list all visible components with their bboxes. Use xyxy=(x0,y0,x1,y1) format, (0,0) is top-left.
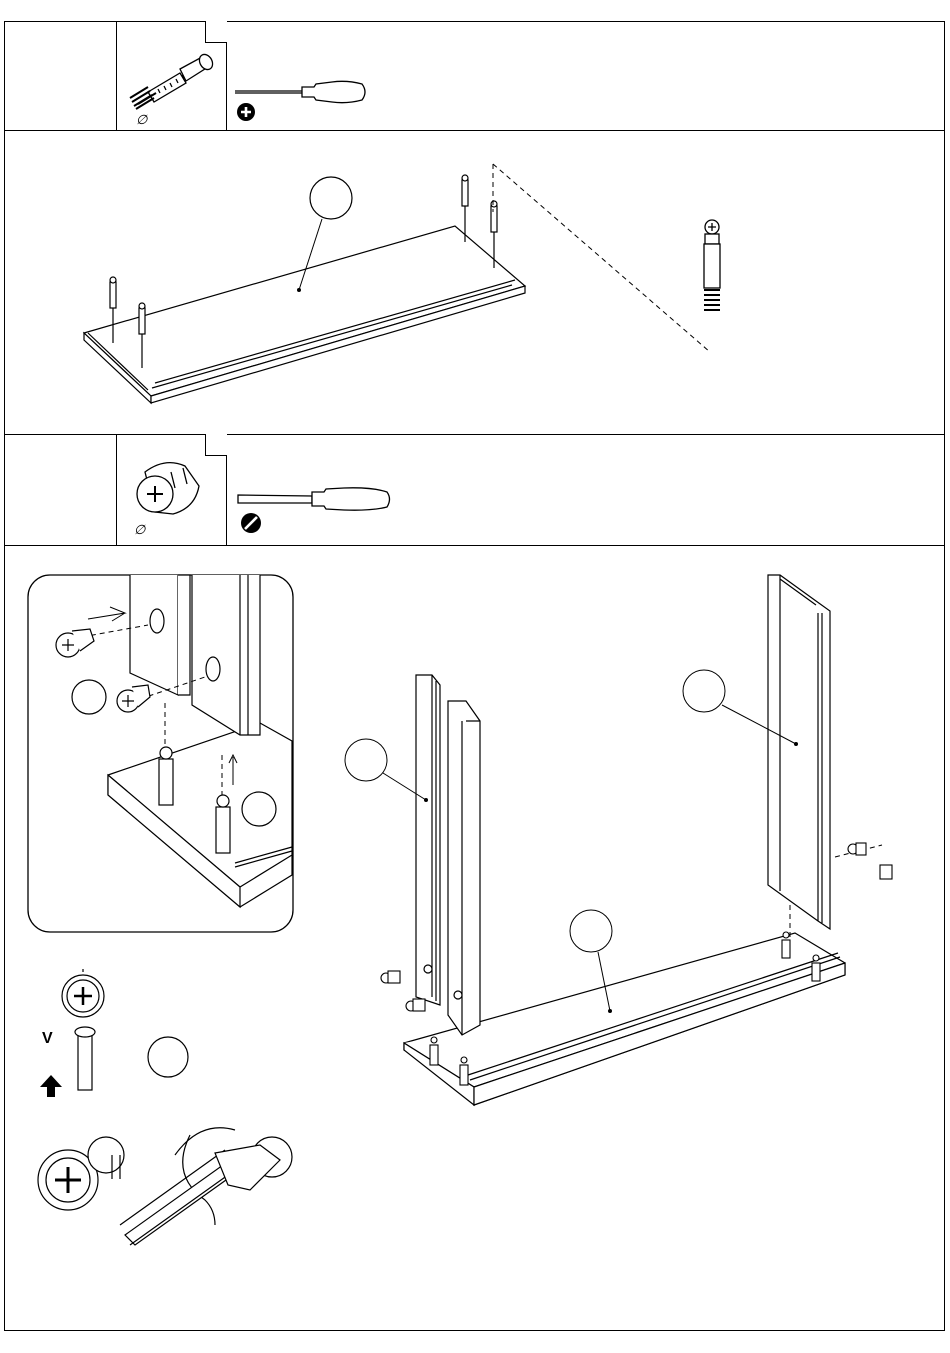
phillips-screwdriver-icon xyxy=(232,76,372,122)
cam-rotation-detail xyxy=(62,969,188,1090)
divider-col-a xyxy=(116,21,117,130)
diameter-symbol-2: ∅ xyxy=(134,523,145,538)
screwdriver-turning-detail xyxy=(38,1128,292,1245)
frame-assembly xyxy=(404,575,845,1105)
step-bolt-insertion-diagram xyxy=(0,130,950,434)
flathead-screwdriver-icon xyxy=(232,485,397,535)
divider-col-c xyxy=(116,434,117,545)
arrow-up-icon xyxy=(40,1075,62,1097)
part-label-circle-1 xyxy=(310,177,352,219)
quantity-box-1 xyxy=(205,21,227,43)
cam-lock-nut-icon xyxy=(125,452,215,527)
cam-bolt-enlarged-icon xyxy=(704,220,720,310)
rotation-label: V xyxy=(42,1030,53,1047)
cam-bolt-icon xyxy=(120,45,220,115)
diameter-symbol-1: ∅ xyxy=(136,113,147,128)
divider-row2 xyxy=(4,434,945,435)
step-assembly-diagram: V xyxy=(0,545,950,1330)
